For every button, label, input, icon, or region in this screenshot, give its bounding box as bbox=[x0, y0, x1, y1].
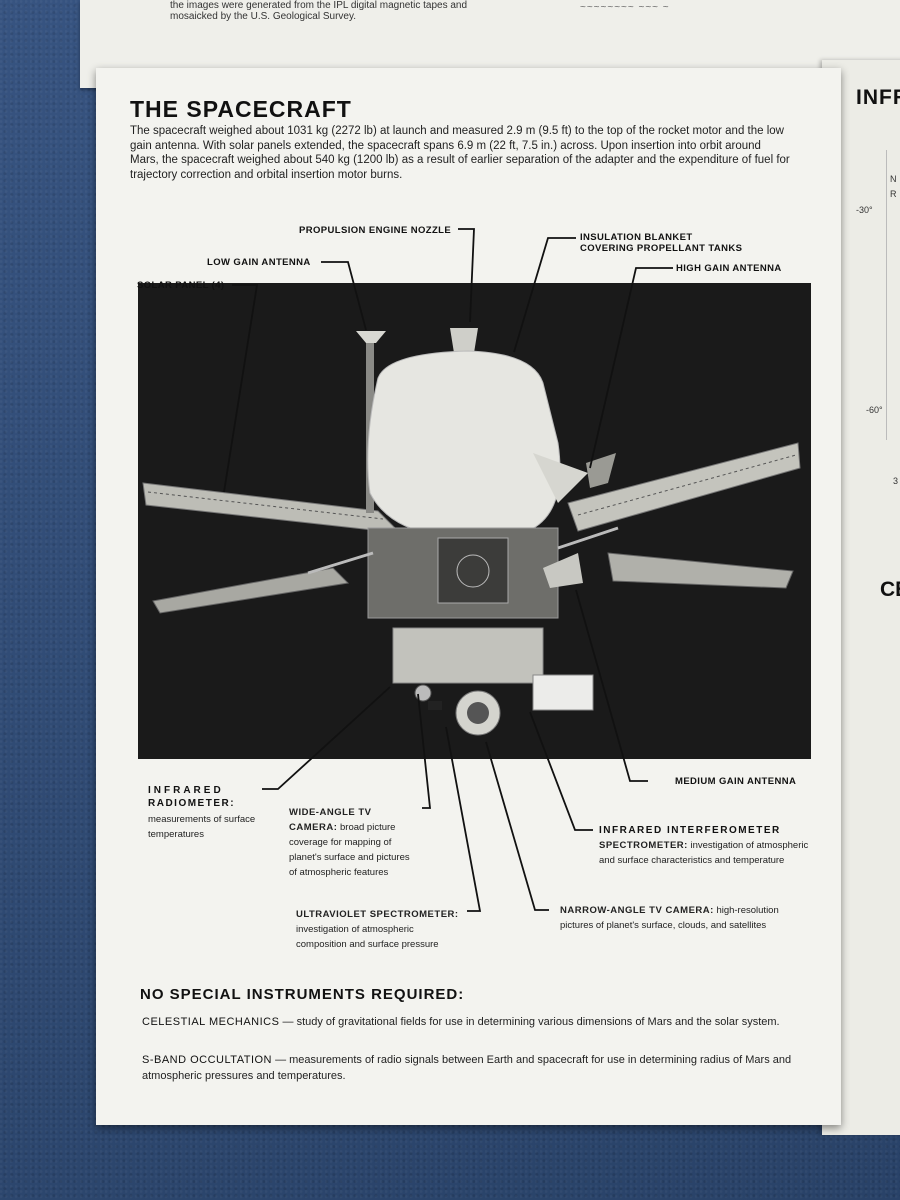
instrument-wide-angle-camera: WIDE-ANGLE TV CAMERA: broad picture cove… bbox=[289, 805, 417, 880]
desc-infrared-interferometer: investigation of atmospheric and surface… bbox=[599, 840, 809, 866]
label-insulation-blanket: INSULATION BLANKET bbox=[580, 232, 693, 243]
instrument-narrow-angle-camera: NARROW-ANGLE TV CAMERA: high-resolution … bbox=[560, 903, 780, 933]
label-narrow-angle-camera: NARROW-ANGLE TV CAMERA: bbox=[560, 905, 714, 916]
label-high-gain-antenna: HIGH GAIN ANTENNA bbox=[676, 263, 782, 274]
label-solar-panel: SOLAR PANEL (4) bbox=[137, 280, 225, 291]
label-low-gain-antenna: LOW GAIN ANTENNA bbox=[207, 257, 311, 268]
label-insulation-blanket-line-2: COVERING PROPELLANT TANKS bbox=[580, 243, 743, 254]
right-sheet-heading: INFR bbox=[856, 86, 900, 109]
paragraph-s-band-occultation: S-BAND OCCULTATION — measurements of rad… bbox=[142, 1053, 832, 1084]
desc-ultraviolet-spectrometer: investigation of atmospheric composition… bbox=[296, 924, 439, 950]
right-sheet-tick-60: -60° bbox=[866, 405, 883, 415]
section-heading-no-special-instruments: NO SPECIAL INSTRUMENTS REQUIRED: bbox=[140, 986, 465, 1003]
paragraph-celestial-mechanics: CELESTIAL MECHANICS — study of gravitati… bbox=[142, 1015, 832, 1031]
label-medium-gain-antenna: MEDIUM GAIN ANTENNA bbox=[675, 776, 797, 787]
desc-wide-angle-camera: broad picture coverage for mapping of pl… bbox=[289, 822, 410, 878]
spacecraft-photo bbox=[138, 283, 811, 759]
label-infrared-interferometer: INFRARED INTERFEROMETER bbox=[599, 825, 781, 836]
label-propulsion-engine-nozzle: PROPULSION ENGINE NOZZLE bbox=[299, 225, 452, 236]
intro-paragraph: The spacecraft weighed about 1031 kg (22… bbox=[130, 125, 790, 181]
label-infrared-radiometer-line-2: RADIOMETER: bbox=[148, 798, 236, 809]
right-sheet-map-edge bbox=[886, 150, 887, 440]
page-title: THE SPACECRAFT bbox=[130, 96, 352, 122]
text-celestial-mechanics: — study of gravitational fields for use … bbox=[282, 1016, 780, 1028]
spacecraft-illustration bbox=[138, 283, 811, 759]
top-sheet-handwriting: ~~~~~~~~ ~~~ ~ bbox=[580, 2, 670, 13]
label-infrared-interferometer-line-2: SPECTROMETER: bbox=[599, 840, 688, 851]
instrument-ultraviolet-spectrometer: ULTRAVIOLET SPECTROMETER: investigation … bbox=[296, 907, 466, 952]
right-sheet-heading-2: CE bbox=[880, 578, 900, 601]
desc-narrow-angle-camera: high-resolution pictures of planet's sur… bbox=[560, 905, 779, 931]
right-sheet-tick-30: -30° bbox=[856, 205, 873, 215]
label-infrared-radiometer: INFRARED bbox=[148, 785, 224, 796]
top-sheet-caption: the images were generated from the IPL d… bbox=[170, 0, 468, 22]
instrument-infrared-interferometer: SPECTROMETER: investigation of atmospher… bbox=[599, 838, 819, 868]
label-wide-angle-camera: WIDE-ANGLE TV CAMERA: bbox=[289, 807, 372, 833]
desc-infrared-radiometer: measurements of surface temperatures bbox=[148, 814, 256, 840]
text-s-band-occultation: — measurements of radio signals between … bbox=[142, 1054, 792, 1082]
label-s-band-occultation: S-BAND OCCULTATION bbox=[142, 1054, 273, 1066]
label-ultraviolet-spectrometer: ULTRAVIOLET SPECTROMETER: bbox=[296, 909, 459, 920]
label-celestial-mechanics: CELESTIAL MECHANICS bbox=[142, 1016, 280, 1028]
right-sheet-tick-3: 3 bbox=[893, 476, 899, 486]
